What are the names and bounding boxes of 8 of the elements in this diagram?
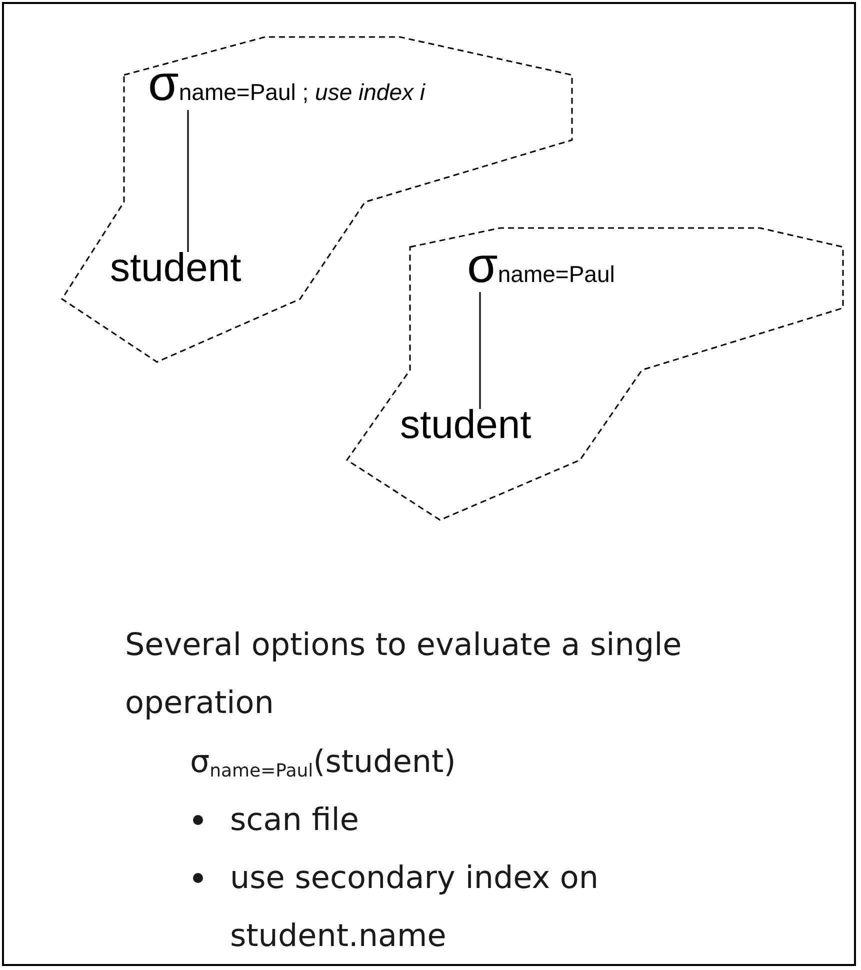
tree-edge: [187, 110, 189, 252]
relation-label: student: [110, 248, 242, 288]
bullet-item: scan file: [230, 801, 360, 840]
dashed-region: [345, 226, 845, 522]
bullet-item: use secondary index on student.name: [230, 859, 600, 956]
tree-edge: [479, 292, 481, 409]
relation-label: student: [400, 405, 532, 445]
formula-text: σ$_{name=Paul}$(student): [190, 743, 456, 784]
